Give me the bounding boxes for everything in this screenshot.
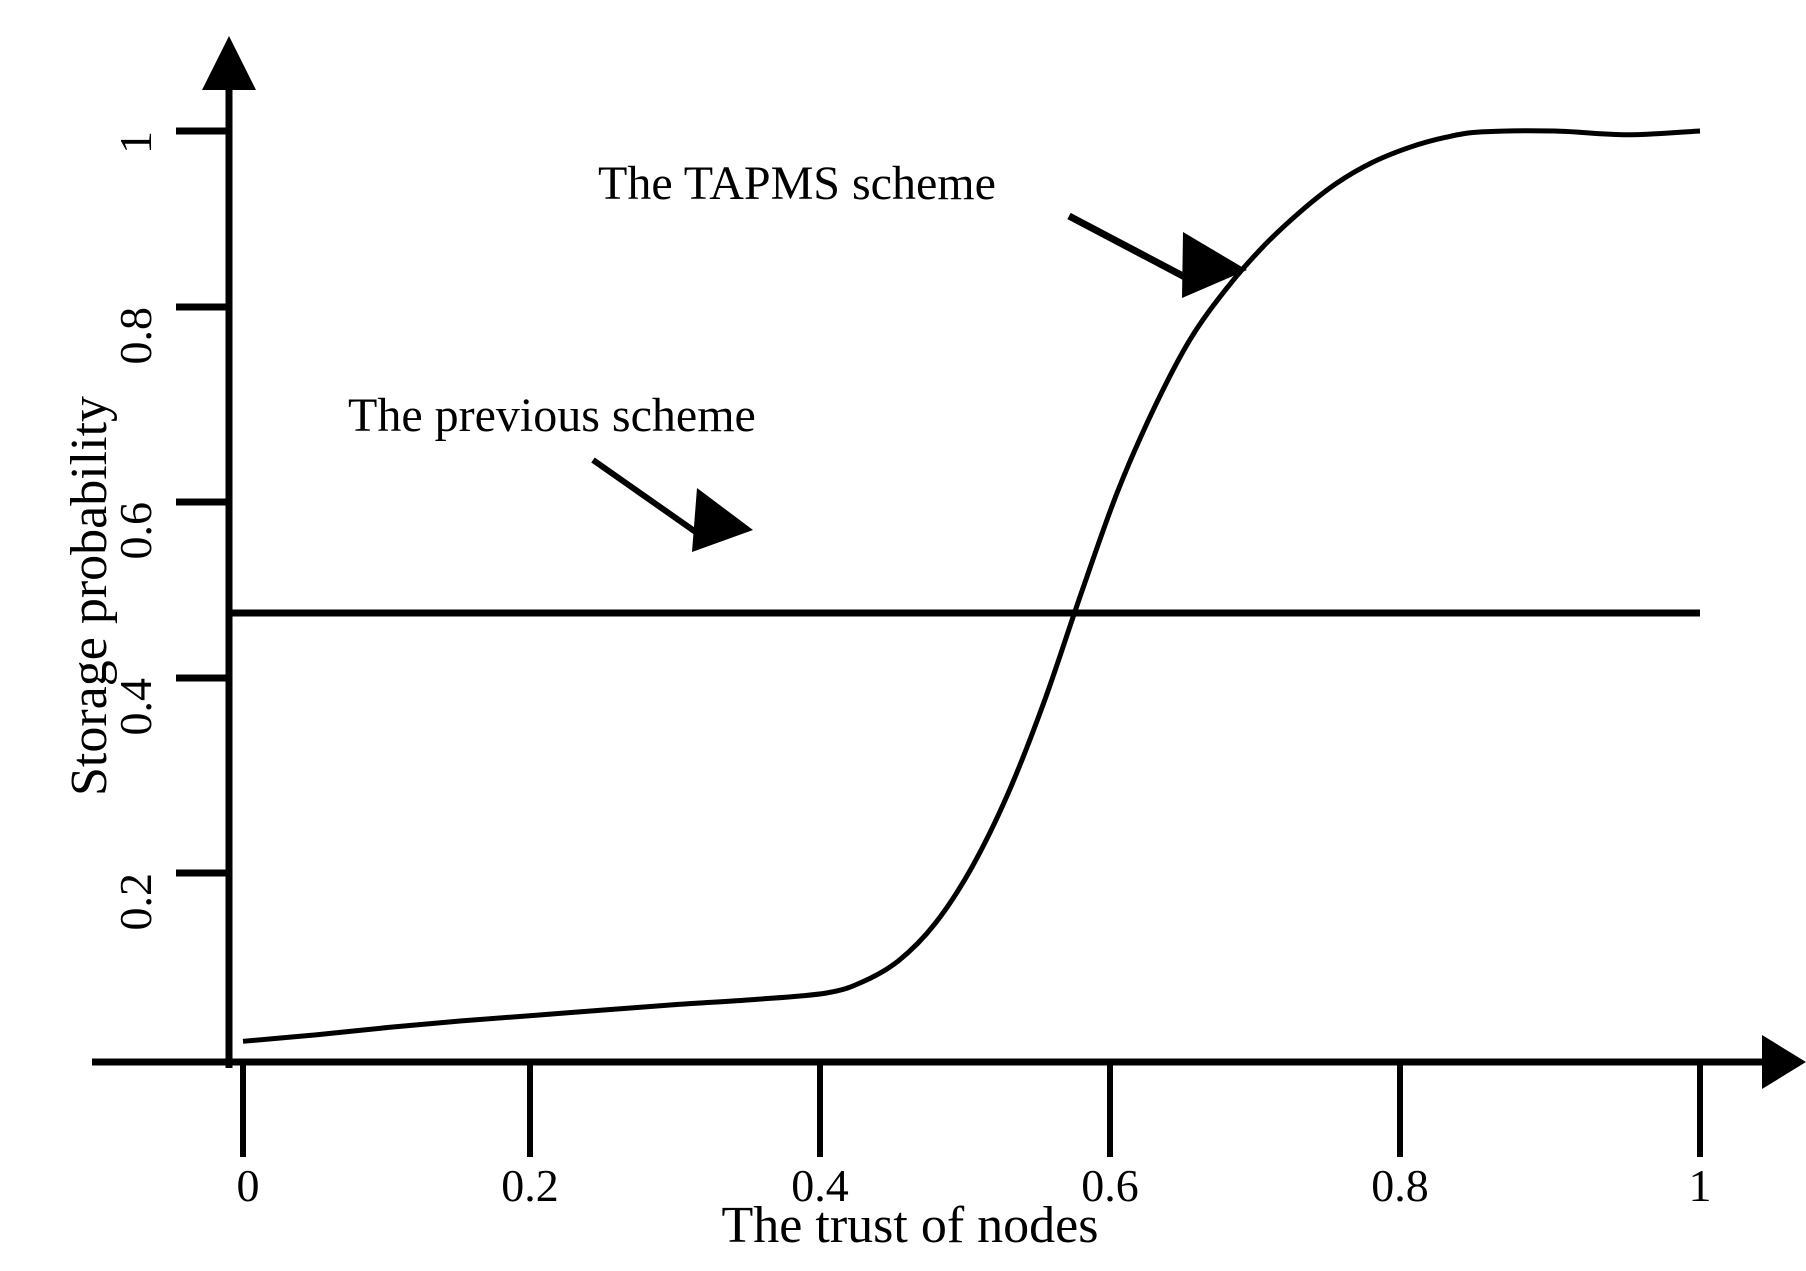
series-line-tapms-scheme [242, 128, 1701, 1044]
y-axis-title: Storage probability [61, 395, 118, 797]
annotation-arrow-tapms [1067, 212, 1247, 298]
x-tick-label-0.2: 0.2 [501, 1160, 559, 1211]
y-tick-label-0.4: 0.4 [110, 678, 161, 736]
arrowhead-icon [692, 488, 753, 552]
y-axis [202, 36, 256, 1068]
x-tick-label-1: 1 [1688, 1160, 1712, 1211]
x-tick-label-0.4: 0.4 [791, 1160, 849, 1211]
y-axis-arrow-icon [202, 36, 256, 90]
x-axis [92, 1035, 1806, 1089]
x-axis-title: The trust of nodes [721, 1197, 1099, 1254]
annotation-arrow-previous [591, 457, 753, 552]
y-tick-label-0.8: 0.8 [110, 307, 161, 365]
annotation-label-tapms: The TAPMS scheme [598, 157, 996, 210]
y-tick-label-0.2: 0.2 [110, 873, 161, 931]
y-tick-label-1: 1 [110, 131, 161, 154]
x-axis-arrow-icon [1762, 1035, 1806, 1089]
x-tick-label-0.8: 0.8 [1371, 1160, 1429, 1211]
x-tick-marks [240, 1062, 1703, 1157]
arrowhead-icon [1182, 232, 1247, 298]
annotation-label-previous: The previous scheme [348, 389, 756, 442]
x-tick-label-0.6: 0.6 [1081, 1160, 1139, 1211]
y-tick-marks [176, 127, 229, 877]
y-tick-label-0.6: 0.6 [110, 502, 161, 560]
x-tick-label-0: 0 [236, 1160, 260, 1211]
